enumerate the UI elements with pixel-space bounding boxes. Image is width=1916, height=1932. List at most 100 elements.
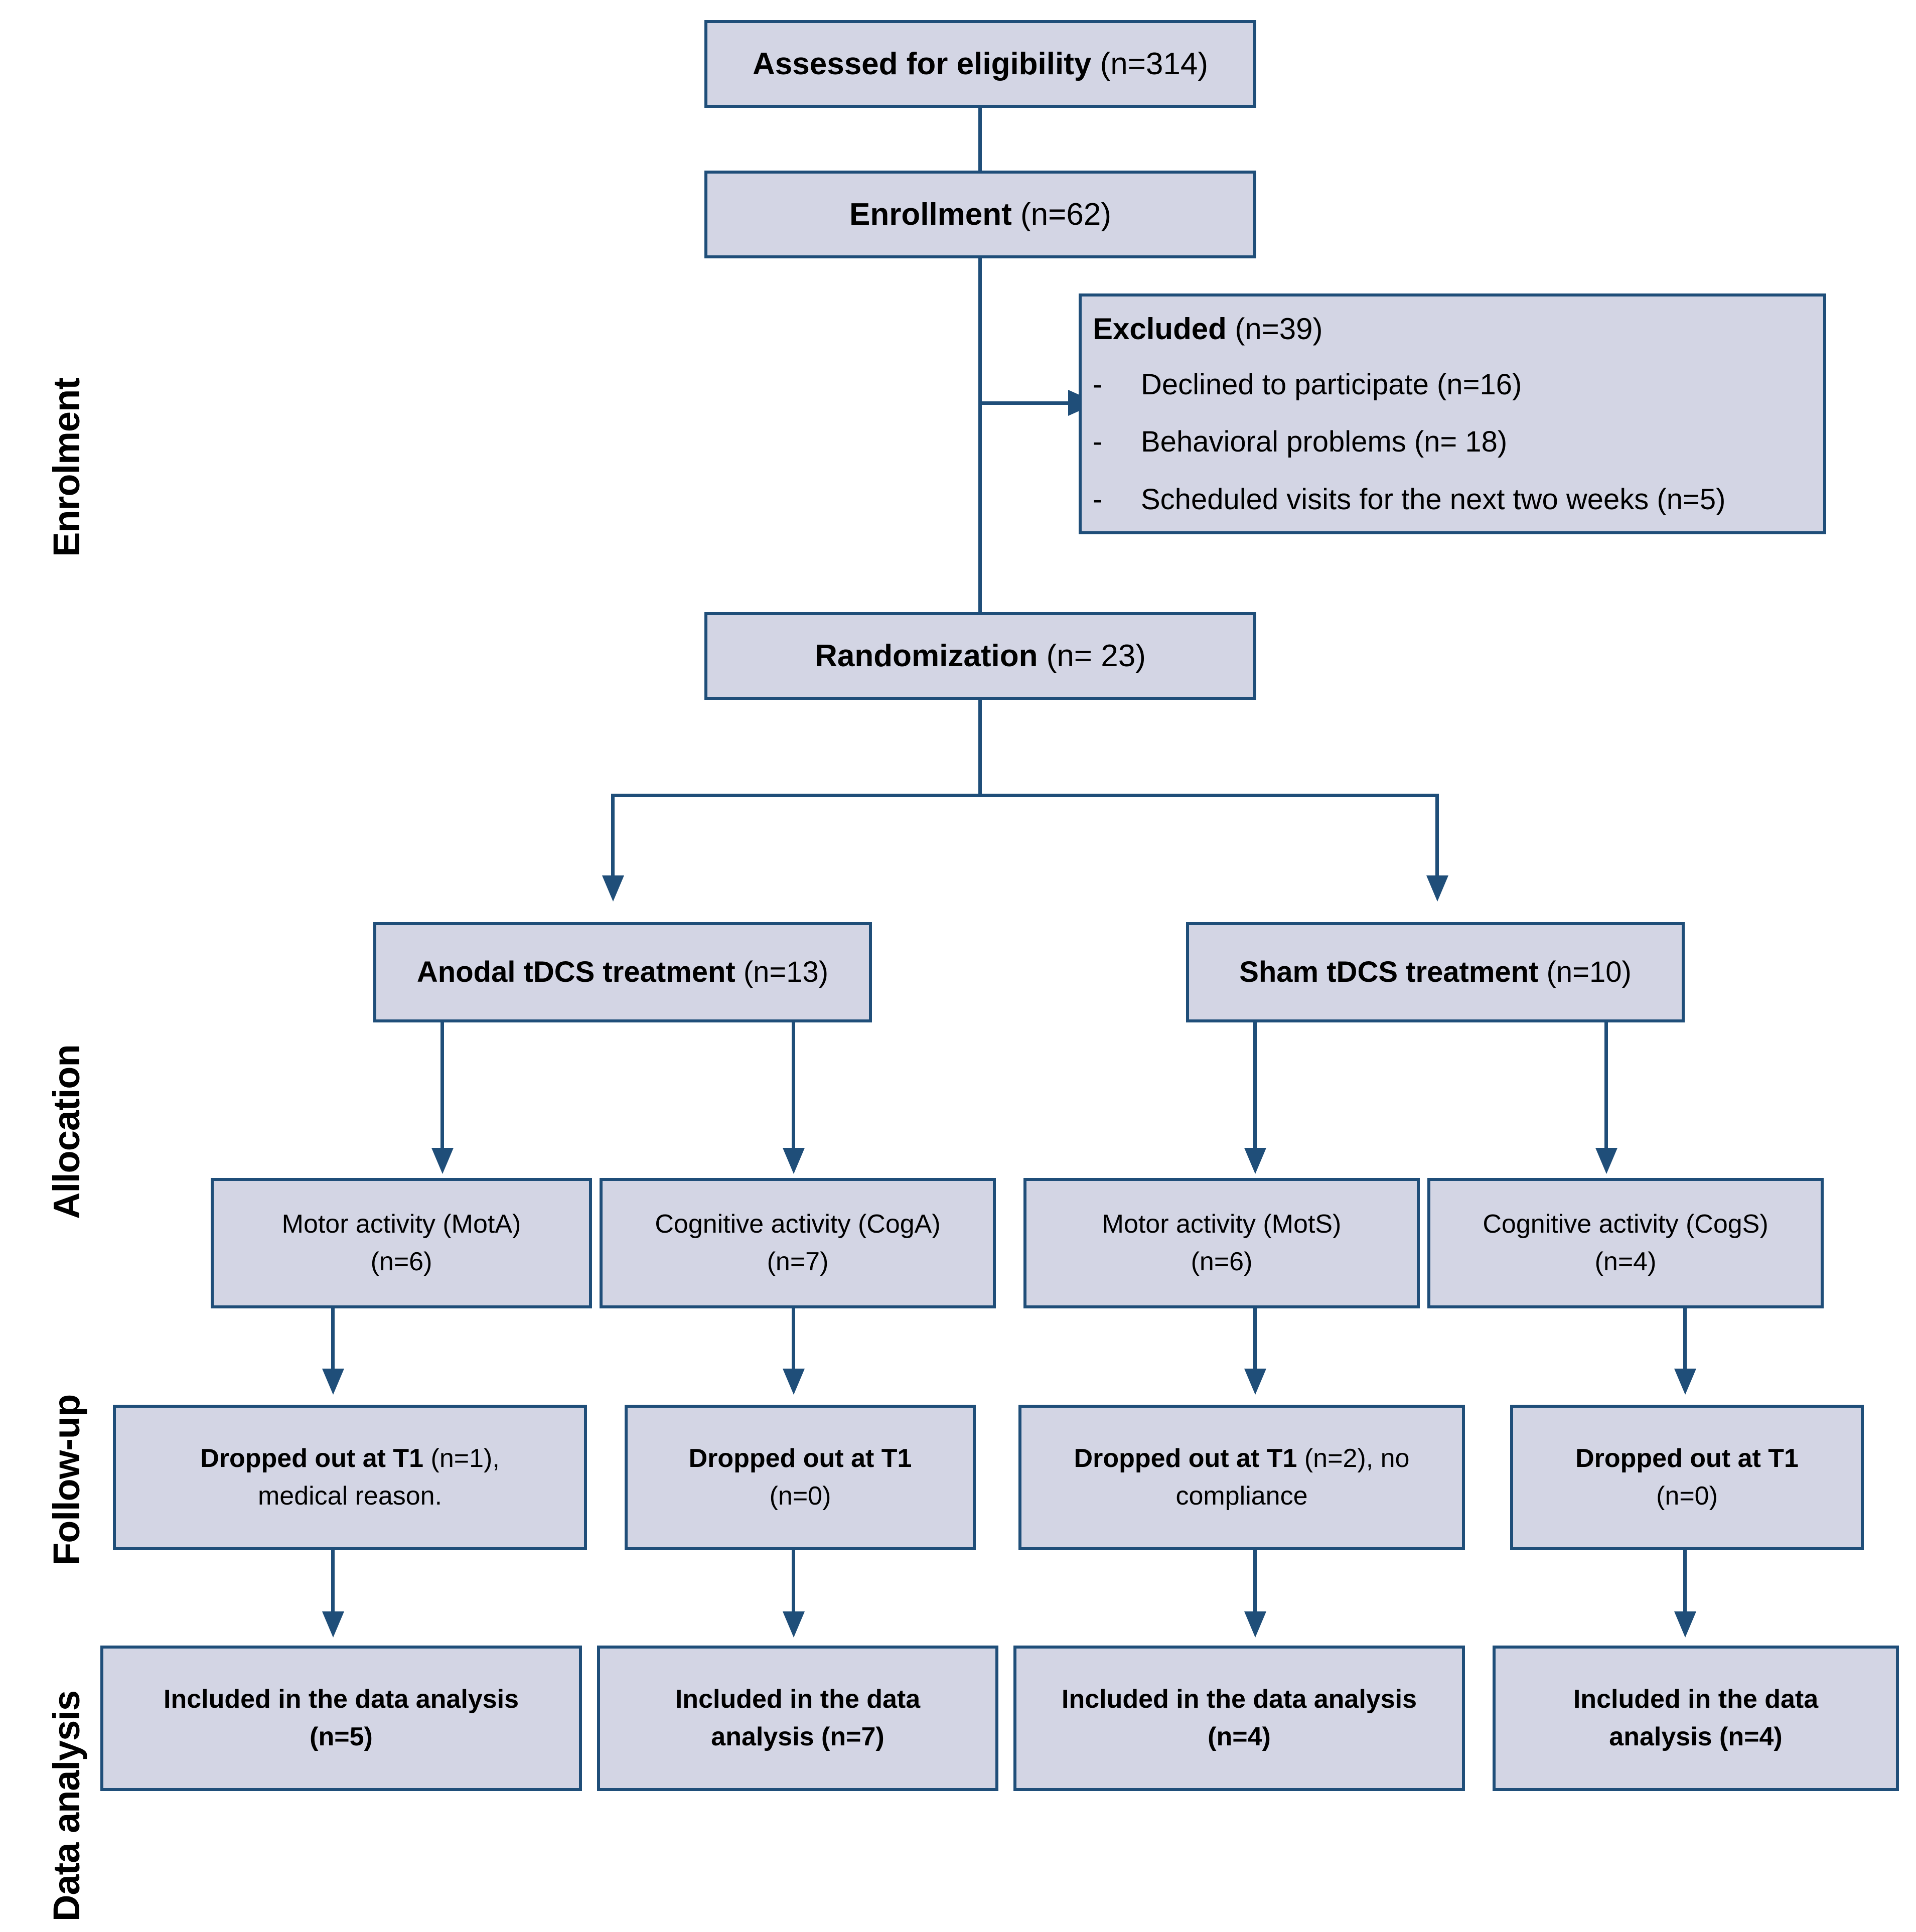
excluded-heading: Excluded (n=39) [1093,307,1812,351]
excluded-reason-text: Declined to participate (n=16) [1141,368,1522,401]
connector-sham-to-cogs [1604,1022,1608,1155]
connector-dropout-cogs-to-included [1683,1550,1687,1618]
dropout-line2: (n=0) [1656,1481,1718,1511]
node-included-mota: Included in the data analysis (n=5) [100,1646,582,1791]
stage-label-data-analysis: Data analysis [46,1690,87,1921]
dropout-line1: Dropped out at T1 (n=2), no [1033,1440,1451,1477]
list-item: - Declined to participate (n=16) [1093,364,1812,406]
arrowhead-sham-to-cogs [1595,1148,1617,1174]
connector-mota-to-dropout [331,1308,335,1376]
arrowhead-dropout-cogs-to-included [1674,1611,1696,1638]
connector-to-anodal [611,794,615,884]
arrowhead-mota-to-dropout [322,1369,344,1395]
included-text: Included in the data analysis [1062,1684,1417,1714]
sham-count: (n=10) [1538,955,1632,988]
activity-name: Motor activity (MotA) [281,1209,521,1239]
connector-sham-to-mots [1253,1022,1257,1155]
included-line2: (n=4) [1027,1718,1451,1756]
dropout-line2: compliance [1175,1481,1308,1511]
excluded-reason-list: - Declined to participate (n=16) - Behav… [1093,364,1812,520]
included-line1: Included in the data analysis [1027,1681,1451,1718]
connector-randomization-split [611,794,1439,797]
anodal-label: Anodal tDCS treatment [416,955,735,988]
included-count: analysis (n=4) [1609,1722,1783,1751]
list-item: - Behavioral problems (n= 18) [1093,421,1812,463]
arrowhead-dropout-coga-to-included [783,1611,805,1638]
assessed-count: (n=314) [1091,46,1208,81]
node-dropout-mota: Dropped out at T1 (n=1), medical reason. [113,1405,587,1550]
bullet-dash: - [1093,425,1103,459]
randomization-label: Randomization [815,638,1038,673]
included-line1: Included in the data [611,1681,984,1718]
node-activity-mota: Motor activity (MotA) (n=6) [211,1178,592,1308]
arrowhead-coga-to-dropout [783,1369,805,1395]
bullet-dash: - [1093,368,1103,401]
dropout-label: Dropped out at T1 [688,1443,912,1473]
node-sham-tdcs-treatment: Sham tDCS treatment (n=10) [1186,922,1685,1022]
activity-count: (n=6) [1191,1247,1253,1276]
stage-label-enrolment: Enrolment [46,378,87,557]
dropout-count: (n=1), [423,1443,500,1473]
list-item: - Scheduled visits for the next two week… [1093,479,1812,521]
enrollment-label: Enrollment [849,197,1012,232]
node-dropout-mots: Dropped out at T1 (n=2), no compliance [1018,1405,1465,1550]
connector-to-sham [1435,794,1439,884]
sham-label: Sham tDCS treatment [1239,955,1539,988]
node-included-mots: Included in the data analysis (n=4) [1013,1646,1465,1791]
arrowhead-to-sham [1426,875,1448,902]
included-text: Included in the data [1573,1684,1819,1714]
node-dropout-cogs: Dropped out at T1 (n=0) [1510,1405,1864,1550]
assessed-label: Assessed for eligibility [753,46,1092,81]
activity-count: (n=7) [767,1247,829,1276]
included-line1: Included in the data [1507,1681,1885,1718]
excluded-count: (n=39) [1226,312,1323,346]
dropout-label: Dropped out at T1 [1575,1443,1799,1473]
connector-enrollment-to-randomization [978,258,982,612]
included-line2: analysis (n=7) [611,1718,984,1756]
connector-assessed-to-enrollment [978,108,982,171]
node-included-coga: Included in the data analysis (n=7) [597,1646,998,1791]
dropout-line1: Dropped out at T1 (n=1), [127,1440,573,1477]
enrollment-count: (n=62) [1011,197,1111,232]
excluded-label: Excluded [1093,312,1227,346]
connector-randomization-down [978,700,982,795]
dropout-count: (n=2), no [1297,1443,1410,1473]
randomization-count: (n= 23) [1038,638,1146,673]
connector-anodal-to-coga [792,1022,795,1155]
dropout-line1: Dropped out at T1 [639,1440,962,1477]
node-assessed-for-eligibility: Assessed for eligibility (n=314) [704,20,1256,108]
connector-cogs-to-dropout [1683,1308,1687,1376]
anodal-count: (n=13) [735,955,829,988]
arrowhead-anodal-to-mota [431,1148,454,1174]
dropout-label: Dropped out at T1 [200,1443,424,1473]
arrowhead-mots-to-dropout [1244,1369,1266,1395]
arrowhead-to-anodal [602,875,624,902]
stage-label-allocation: Allocation [46,1045,87,1219]
included-line1: Included in the data analysis [114,1681,568,1718]
dropout-label: Dropped out at T1 [1074,1443,1297,1473]
connector-dropout-mots-to-included [1253,1550,1257,1618]
excluded-reason-text: Behavioral problems (n= 18) [1141,425,1508,459]
activity-name: Cognitive activity (CogS) [1483,1209,1768,1239]
node-dropout-coga: Dropped out at T1 (n=0) [625,1405,976,1550]
stage-label-follow-up: Follow-up [46,1394,87,1565]
arrowhead-dropout-mots-to-included [1244,1611,1266,1638]
node-activity-coga: Cognitive activity (CogA) (n=7) [600,1178,996,1308]
node-excluded: Excluded (n=39) - Declined to participat… [1079,293,1826,534]
activity-name: Cognitive activity (CogA) [655,1209,941,1239]
connector-anodal-to-mota [440,1022,444,1155]
node-randomization: Randomization (n= 23) [704,612,1256,700]
included-line2: (n=5) [114,1718,568,1756]
included-count: (n=5) [310,1722,373,1751]
arrowhead-dropout-mota-to-included [322,1611,344,1638]
activity-count: (n=6) [370,1247,432,1276]
dropout-line1: Dropped out at T1 [1524,1440,1850,1477]
node-included-cogs: Included in the data analysis (n=4) [1493,1646,1899,1791]
dropout-line2: medical reason. [257,1481,443,1511]
included-count: analysis (n=7) [711,1722,885,1751]
node-activity-mots: Motor activity (MotS) (n=6) [1023,1178,1420,1308]
connector-coga-to-dropout [792,1308,795,1376]
activity-count: (n=4) [1594,1247,1657,1276]
connector-to-excluded [980,401,1068,405]
